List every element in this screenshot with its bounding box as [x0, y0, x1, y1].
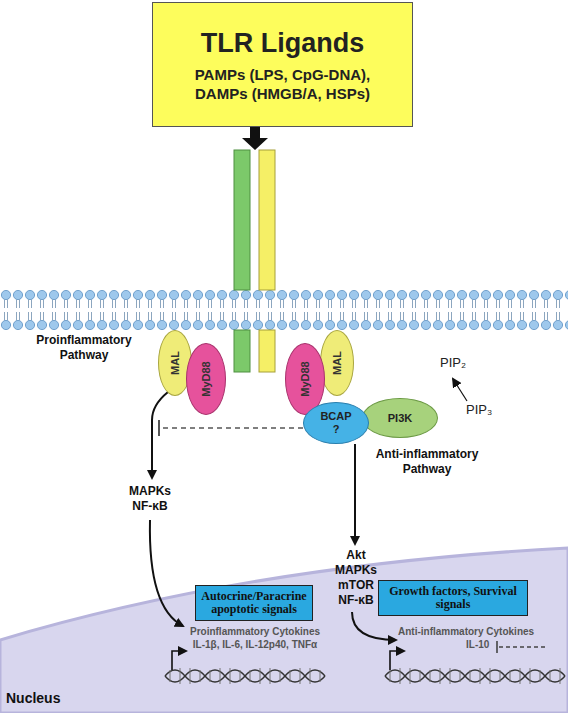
- node-text: PI3K: [380, 412, 420, 425]
- node-text: Autocrine/Paracrine apoptotic signals: [196, 590, 312, 616]
- dna-strand: [165, 670, 325, 682]
- signal-box: Growth factors, Survival signals: [378, 580, 528, 616]
- adaptor-oval: MyD88: [186, 343, 226, 415]
- transcription-start: [390, 651, 404, 670]
- node-text: MyD88: [200, 361, 212, 396]
- nucleus-shape: [0, 548, 568, 713]
- cytokine-label: Anti-inflammatory Cytokines: [398, 626, 563, 638]
- nuclear-arrow: [352, 612, 396, 640]
- molecule-list: Akt MAPKs mTOR NF-κB: [328, 548, 384, 608]
- signal-box: Autocrine/Paracrine apoptotic signals: [195, 585, 313, 621]
- receptor-tail: [234, 330, 250, 372]
- cytokine-list: IL-10: [466, 639, 489, 651]
- node-text: PAMPs (LPS, CpG-DNA), DAMPs (HMGB/A, HSP…: [180, 65, 385, 103]
- ligand-arrow: [242, 127, 268, 150]
- node-text: MAL: [169, 351, 181, 375]
- conversion-arrow: [453, 379, 467, 401]
- pathway-arrow: [152, 392, 168, 478]
- receptor-chain: [234, 150, 250, 290]
- dna-strand: [165, 670, 325, 682]
- pathway-label: Proinflammatory Pathway: [20, 333, 148, 363]
- adaptor-oval: BCAP ?: [303, 402, 369, 444]
- receptor-tail: [259, 330, 275, 372]
- dna-strand: [385, 670, 565, 682]
- inhibition-bar: [158, 420, 160, 436]
- cell-membrane: [0, 290, 568, 330]
- inhibition-line: [161, 427, 303, 429]
- pathway-label: Anti-inflammatory Pathway: [362, 447, 492, 477]
- receptor-chain: [259, 150, 275, 290]
- dna-rungs: [390, 668, 560, 684]
- lipid-label: PIP₃: [466, 402, 492, 417]
- adaptor-oval: MAL: [320, 330, 354, 396]
- ligand-box: TLR LigandsPAMPs (LPS, CpG-DNA), DAMPs (…: [152, 2, 413, 127]
- nucleus-label: Nucleus: [6, 690, 60, 706]
- node-text: Growth factors, Survival signals: [379, 585, 527, 611]
- node-text: MyD88: [299, 361, 311, 396]
- molecule-list: MAPKs NF-κB: [120, 484, 180, 514]
- node-text: TLR Ligands: [201, 27, 365, 59]
- cytokine-list: IL-1β, IL-6, IL-12p40, TNFα: [160, 639, 350, 651]
- transcription-start: [172, 651, 186, 670]
- dna-strand: [385, 670, 565, 682]
- lipid-label: PIP₂: [440, 355, 466, 370]
- kinase-oval: PI3K: [362, 398, 438, 438]
- node-text: BCAP ?: [316, 410, 356, 436]
- nuclear-arrow: [150, 520, 183, 626]
- dna-rungs: [170, 668, 320, 684]
- inhibition-bar: [496, 641, 498, 653]
- inhibition-line: [499, 646, 548, 647]
- cytokine-label: Proinflammatory Cytokines: [170, 626, 340, 638]
- node-text: MAL: [331, 351, 343, 375]
- pathway-arrow: [354, 444, 356, 544]
